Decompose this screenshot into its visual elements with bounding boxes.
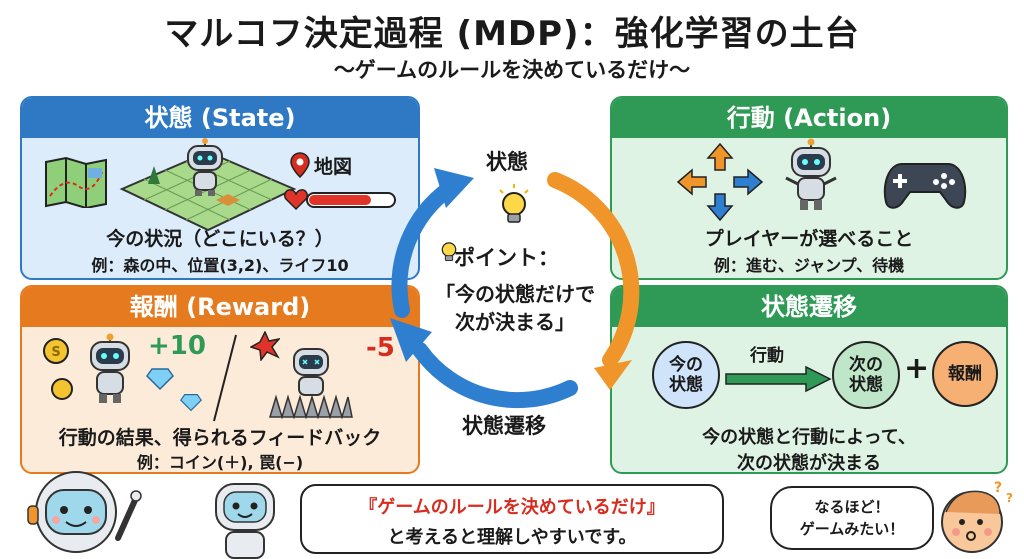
helper-robot-icon (215, 483, 275, 559)
map-icon (45, 156, 107, 208)
gamepad-icon (883, 163, 967, 209)
life-bar (306, 192, 396, 208)
cycle-arrow-left-head (434, 168, 474, 208)
page-subtitle: 〜ゲームのルールを決めているだけ〜 (333, 58, 691, 82)
cycle-top-label: 状態 (486, 150, 528, 174)
cycle-arrow-right-head (594, 360, 632, 390)
reaction-line-1: なるほど！ (814, 498, 890, 516)
hit-spark-icon (250, 331, 280, 361)
bubble-quote: 『ゲームのルールを決めているだけ』 (359, 497, 665, 518)
location-pin-icon (290, 152, 310, 178)
robot-icon (90, 333, 130, 403)
direction-arrows-icon (676, 142, 764, 222)
transition-header: 状態遷移 (612, 287, 1006, 327)
cycle-arrow-right (547, 172, 640, 368)
cycle-arrow-left (391, 180, 458, 318)
node-next-state: 次の 状態 (832, 341, 900, 409)
action-description: プレイヤーが選べること (704, 228, 914, 250)
reward-description: 行動の結果、得られるフィードバック (58, 427, 382, 449)
coin-icon: S (43, 338, 69, 364)
reward-minus: -5 (366, 333, 395, 363)
reaction-line-2: ゲームみたい！ (799, 520, 905, 538)
robot-icon (785, 138, 837, 210)
action-example: 例：進む、ジャンプ、待機 (713, 256, 905, 275)
thinking-person-icon: ? ? (941, 480, 1013, 553)
action-panel: 行動 (Action) プレイヤーが選べること 例：進む、ジャンプ、待機 (610, 96, 1008, 280)
reward-header: 報酬 (Reward) (22, 287, 418, 327)
reward-example: 例：コイン(＋), 罠(−) (136, 453, 304, 472)
point-text-1: 「今の状態だけで (435, 282, 595, 306)
transition-arrow (725, 365, 832, 393)
reaction-bubble: なるほど！ ゲームみたい！ (770, 486, 934, 550)
node-reward: 報酬 (932, 341, 998, 407)
reward-panel: 報酬 (Reward) S +10 (20, 285, 420, 474)
explanation-bubble: 『ゲームのルールを決めているだけ』 と考えると理解しやすいです。 (300, 484, 724, 554)
state-example: 例：森の中、位置(3,2)、ライフ10 (91, 256, 349, 275)
robot-icon (187, 138, 223, 196)
svg-text:S: S (51, 345, 60, 360)
reward-plus: +10 (148, 331, 206, 361)
cycle-bottom-label: 状態遷移 (462, 414, 546, 438)
svg-text:?: ? (994, 480, 1002, 496)
point-label: ポイント： (454, 246, 559, 270)
node-current-state: 今の 状態 (652, 341, 720, 409)
map-label: 地図 (314, 156, 353, 178)
transition-arrow-label: 行動 (750, 346, 784, 366)
gem-icon (146, 368, 174, 391)
heart-icon (284, 189, 308, 210)
cycle-diagram (390, 168, 640, 409)
point-text-2: 次が決まる」 (455, 310, 575, 334)
svg-text:?: ? (1006, 491, 1013, 505)
small-lightbulb-icon (441, 242, 457, 262)
gem-icon (180, 394, 202, 412)
state-description: 今の状況（どこにいる？） (106, 228, 334, 250)
action-header: 行動 (Action) (612, 98, 1006, 138)
astronaut-robot-icon (27, 471, 142, 553)
transition-panel: 状態遷移 今の 状態 行動 次の 状態 + 報酬 今の状態と行動によって、 次の… (610, 285, 1008, 474)
transition-description: 今の状態と行動によって、 (702, 427, 916, 448)
cycle-arrow-bottom-head (390, 318, 432, 362)
bubble-text: と考えると理解しやすいです。 (387, 527, 637, 548)
plus-sign: + (904, 351, 930, 386)
state-header: 状態 (State) (22, 98, 418, 138)
lightbulb-icon (499, 184, 529, 223)
robot-trap-icon (268, 348, 353, 420)
page-title: マルコフ決定過程 (MDP)：強化学習の土台 (164, 14, 860, 54)
divider-line (213, 334, 237, 422)
state-panel: 状態 (State) (20, 96, 420, 280)
cycle-arrow-bottom (412, 342, 578, 409)
coin-icon (51, 378, 73, 400)
transition-description-2: 次の状態が決まる (737, 453, 881, 474)
